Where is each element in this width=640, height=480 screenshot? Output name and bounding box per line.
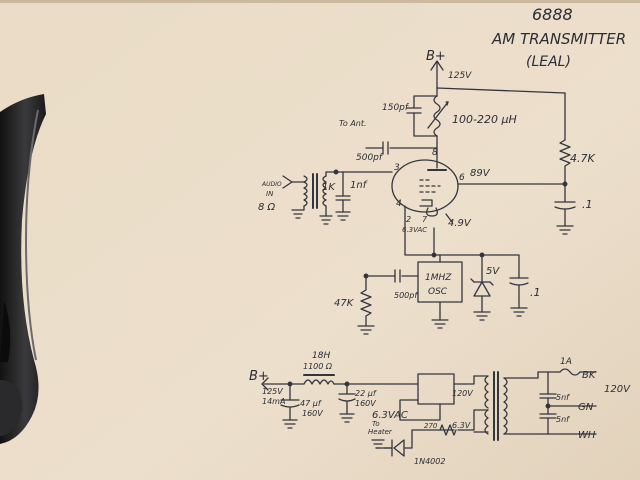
label-160v-b: 160V [355, 399, 376, 408]
label-gn: GN [578, 402, 594, 413]
label-b-plus-top: B+ [426, 49, 446, 64]
label-pin7: 7 [422, 215, 428, 224]
filter-capacitor-47uf [280, 383, 300, 429]
label-in: IN [266, 190, 274, 198]
audio-input-connector [282, 175, 305, 189]
label-osc: OSC [428, 287, 448, 297]
label-120v-secondary: 120V [452, 389, 473, 398]
label-47uf: 47 μf [300, 399, 322, 408]
label-tank-inductor: 100-220 μH [452, 113, 517, 126]
label-point1-right: .1 [582, 198, 593, 211]
heater-diode-1n4002 [371, 429, 455, 457]
label-14ma: 14mA [262, 397, 285, 406]
label-6-3vac: 6.3VAC [372, 410, 408, 421]
label-1k: 1K [322, 182, 336, 193]
label-6-3v-secondary: 6.3V [452, 421, 471, 430]
label-4-7k: 4.7K [570, 152, 595, 165]
label-1n4002: 1N4002 [414, 457, 445, 466]
grid-capacitor-1nf [335, 171, 351, 221]
label-1100-ohm: 1100 Ω [303, 362, 333, 371]
resistor-4-7k [559, 139, 571, 185]
title-text: AM TRANSMITTER [491, 30, 626, 48]
label-4-9v: 4.9V [448, 218, 472, 229]
audio-transformer [291, 171, 337, 225]
label-pin8: 8 [432, 148, 438, 158]
supply-rail [279, 381, 419, 387]
b-plus-arrow-top [430, 60, 444, 89]
label-wh: WH [578, 430, 596, 441]
bridge-rectifier [399, 373, 475, 421]
label-47k: 47K [334, 298, 355, 309]
label-125v-top: 125V [448, 71, 472, 81]
label-89v: 89V [470, 168, 491, 179]
label-8-ohm: 8 Ω [258, 202, 276, 213]
label-bk: BK [582, 370, 597, 381]
capacitor-0-1-osc [509, 277, 529, 317]
label-b-plus-bottom: B+ [249, 369, 269, 384]
title-author: (LEAL) [526, 54, 571, 70]
b-plus-arrow-bottom [261, 377, 281, 391]
capacitor-0-1-right [554, 183, 576, 235]
label-point1-osc: .1 [530, 286, 541, 299]
resistor-270 [439, 424, 457, 436]
tube-6888 [391, 159, 459, 217]
label-160v-a: 160V [302, 409, 323, 418]
label-120v-line: 120V [604, 384, 631, 395]
label-500pf-bottom: 500pf [394, 291, 418, 300]
antenna-coupling-capacitor [365, 141, 438, 155]
label-150pf: 150pf [382, 103, 410, 113]
label-1nf: 1nf [350, 180, 368, 191]
zener-diode [470, 254, 494, 321]
component-labels: B+ 125V 150pf 100-220 μH To Ant. 500pf 8… [249, 49, 631, 466]
cathode-wire [404, 205, 453, 258]
label-22uf: 22 μf [355, 389, 377, 398]
label-1a: 1A [560, 357, 572, 367]
title-number: 6888 [532, 5, 573, 24]
label-5nf-b: 5nf [556, 415, 570, 424]
label-pin6: 6 [459, 173, 465, 183]
power-transformer [457, 371, 539, 441]
label-500pf-top: 500pf [356, 153, 384, 163]
line-filter [537, 368, 597, 435]
label-pin3: 3 [394, 163, 400, 173]
label-270: 270 [424, 422, 438, 430]
tank-capacitor-150pf [406, 95, 438, 137]
label-audio: AUDIO [261, 181, 282, 188]
grid-wire [333, 169, 393, 175]
label-to: To [372, 420, 380, 428]
label-5v: 5V [486, 266, 500, 277]
choke-18h [303, 374, 335, 385]
label-to-ant: To Ant. [339, 119, 367, 128]
label-18h: 18H [312, 351, 330, 361]
label-5nf-a: 5nf [556, 393, 570, 402]
label-pin2: 2 [406, 215, 411, 224]
paper-shadow [0, 0, 640, 3]
label-osc-1mhz: 1MHZ [425, 273, 452, 283]
label-heater: Heater [368, 428, 393, 436]
filter-capacitor-22uf [338, 383, 356, 423]
label-125v-bottom: 125V [262, 387, 283, 396]
clipboard-clip [0, 94, 46, 444]
b-plus-rail [436, 87, 566, 141]
label-pin4: 4 [396, 199, 402, 209]
resistor-47k [357, 275, 375, 335]
title-block: 6888 AM TRANSMITTER (LEAL) [491, 5, 626, 70]
tank-inductor [427, 87, 449, 145]
label-heater-6-3vac: 6.3VAC [402, 226, 427, 234]
